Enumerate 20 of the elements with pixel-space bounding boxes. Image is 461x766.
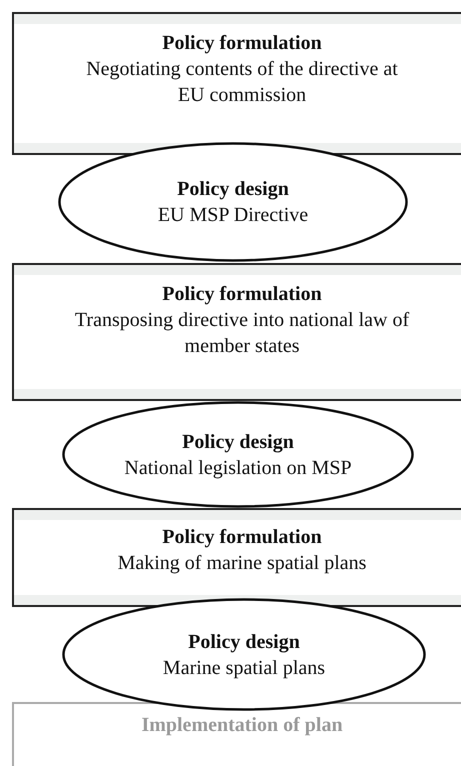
node-heading: Policy design xyxy=(177,177,289,202)
node-heading: Implementation of plan xyxy=(141,713,343,738)
process-ellipse xyxy=(62,598,426,711)
process-ellipse xyxy=(58,142,408,262)
node-description: Marine spatial plans xyxy=(162,656,326,680)
node-description: Making of marine spatial plans xyxy=(118,551,366,576)
node-description: Transposing directive into national law of member states xyxy=(74,308,410,359)
process-ellipse xyxy=(62,401,414,508)
node-heading: Policy formulation xyxy=(162,525,322,550)
node-heading: Policy design xyxy=(182,430,294,454)
node-description: EU MSP Directive xyxy=(158,203,308,228)
node-heading: Policy formulation xyxy=(162,31,322,56)
process-box xyxy=(12,263,461,401)
process-box xyxy=(12,12,461,155)
node-heading: Policy design xyxy=(188,630,300,654)
node-heading: Policy formulation xyxy=(162,282,322,307)
process-box xyxy=(12,508,461,607)
node-description: Negotiating contents of the directive at EU commission xyxy=(85,57,399,108)
node-description: National legislation on MSP xyxy=(124,456,352,480)
process-box xyxy=(12,702,461,766)
